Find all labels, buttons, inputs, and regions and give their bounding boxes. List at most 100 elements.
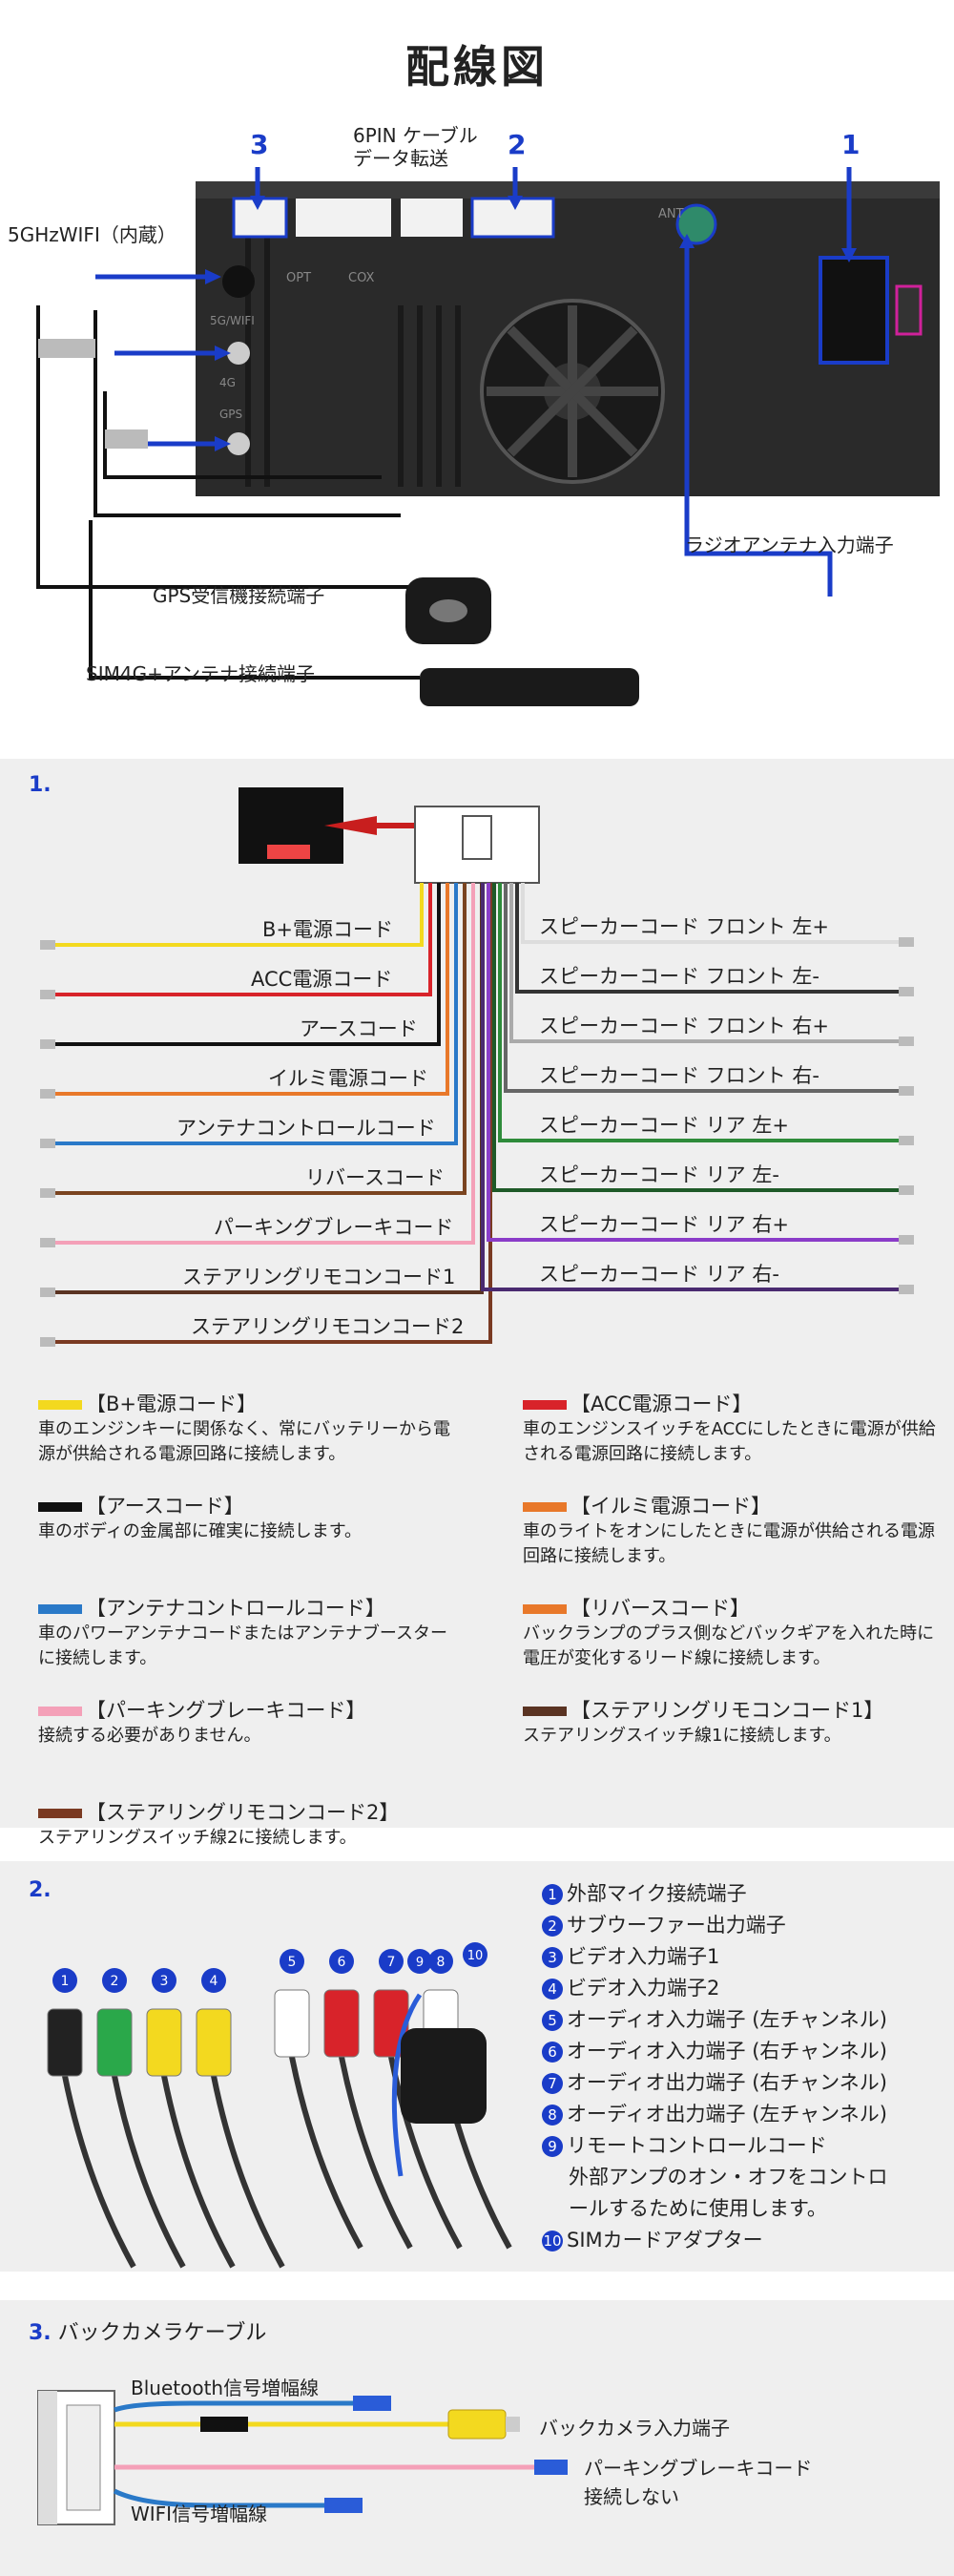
rca-plug: [96, 2008, 186, 2269]
list-item-text: ビデオ入力端子1: [567, 1945, 720, 1968]
legend-item: 【イルミ電源コード】車のライトをオンにしたときに電源が供給される電源回路に接続し…: [523, 1491, 943, 1569]
legend-heading-text: 【ステアリングリモコンコード2】: [86, 1801, 400, 1824]
wire-terminal: [40, 1139, 55, 1148]
wire-terminal: [40, 1238, 55, 1247]
legend-description: ステアリングスイッチ線1に接続します。: [523, 1726, 841, 1746]
wire-terminal: [899, 1037, 914, 1046]
left-wire-label: パーキングブレーキコード: [214, 1216, 454, 1239]
4g-port-text: 4G: [219, 376, 236, 389]
list-item-text: オーディオ入力端子 (左チャンネル): [567, 2008, 887, 2031]
gps-label: GPS受信機接続端子: [153, 584, 325, 607]
left-wire-label: アースコード: [300, 1017, 418, 1040]
left-wire: [48, 883, 475, 1245]
legend-description: バックランプのプラス側などバックギアを入れた時に電圧が変化するリード線に接続しま…: [523, 1623, 935, 1668]
left-wire: [48, 883, 441, 1046]
right-wire: [498, 883, 906, 1142]
page-title: 配線図: [405, 41, 549, 93]
left-wire-label: B+電源コード: [262, 918, 394, 941]
section-1-num: 1.: [29, 773, 52, 797]
parking-brake-label: パーキングブレーキコード: [584, 2457, 813, 2480]
number-badge: 5: [542, 2010, 563, 2031]
wifi-amp-label: WIFI信号増幅線: [131, 2503, 268, 2525]
right-wire-label: スピーカーコード フロント 左+: [539, 915, 829, 938]
legend-description: 車のエンジンキーに関係なく、常にバッテリーから電源が供給される電源回路に接続しま…: [38, 1419, 450, 1464]
plug-number: 5: [288, 1955, 297, 1970]
wire-terminal: [899, 937, 914, 947]
remote-wire: [391, 1993, 423, 2177]
plug-number-badge: [428, 1949, 453, 1974]
list-item-text: オーディオ出力端子 (左チャンネル): [567, 2103, 887, 2126]
legend-heading-text: 【パーキングブレーキコード】: [86, 1699, 366, 1722]
number-badge: 10: [542, 2230, 563, 2251]
legend-heading: 【アンテナコントロールコード】: [38, 1593, 458, 1622]
ant-text: ANT: [658, 207, 684, 221]
right-wire: [492, 883, 906, 1192]
plug-number-badge: [52, 1968, 77, 1993]
list-item-description: ールするために使用します。: [569, 2197, 827, 2220]
parking-no-connect-label: 接続しない: [584, 2485, 679, 2508]
legend-item: 【ステアリングリモコンコード2】ステアリングスイッチ線2に接続します。: [38, 1797, 458, 1851]
rca-plug: [323, 1989, 413, 2250]
legend-heading-text: 【アンテナコントロールコード】: [86, 1597, 385, 1620]
left-wire-label: アンテナコントロールコード: [176, 1117, 436, 1140]
head-unit-illustration: ANT OPT COX 5G/WIFI 4G GPS: [36, 167, 940, 706]
legend-swatch: [523, 1604, 567, 1614]
right-wire: [515, 883, 906, 994]
sim-label: SIM4G+アンテナ接続端子: [86, 662, 316, 685]
legend-heading-text: 【B+電源コード】: [86, 1393, 258, 1415]
plug-number: 1: [61, 1974, 70, 1989]
left-wire: [48, 883, 449, 1096]
right-wire-label: スピーカーコード リア 左-: [539, 1163, 779, 1186]
plug-number: 2: [111, 1974, 119, 1989]
legend-swatch: [523, 1502, 567, 1512]
plug-number-badge: [152, 1968, 176, 1993]
section-2-num: 2.: [29, 1878, 52, 1902]
number-badge: 9: [542, 2136, 563, 2157]
plug-number-badge: [379, 1949, 404, 1974]
cable-6pin-label: 6PIN ケーブル データ転送: [353, 124, 478, 170]
camera-input-label: バックカメラ入力端子: [539, 2417, 730, 2440]
legend-heading: 【イルミ電源コード】: [523, 1491, 943, 1519]
section-3-title: バックカメラケーブル: [57, 2321, 267, 2345]
legend-description: 車のボディの金属部に確実に接続します。: [38, 1521, 362, 1541]
left-wire: [48, 883, 467, 1195]
plug-number: 8: [437, 1955, 446, 1970]
right-wire: [504, 883, 906, 1093]
legend-swatch: [38, 1400, 82, 1410]
rca-plug: [47, 2008, 136, 2269]
right-wire-label: スピーカーコード リア 右-: [539, 1263, 779, 1286]
wire-terminal: [40, 940, 55, 950]
plug-number: 4: [210, 1974, 218, 1989]
left-wire: [48, 883, 458, 1145]
legend-swatch: [38, 1502, 82, 1512]
number-badge: 6: [542, 2042, 563, 2063]
wire-terminal: [40, 1089, 55, 1099]
plug-number-badge: [102, 1968, 127, 1993]
plug-number: 3: [160, 1974, 169, 1989]
right-wire: [509, 883, 906, 1043]
legend-item: 【リバースコード】バックランプのプラス側などバックギアを入れた時に電圧が変化する…: [523, 1593, 943, 1671]
wire-terminal: [40, 1337, 55, 1347]
legend-item: 【ACC電源コード】車のエンジンスイッチをACCにしたときに電源が供給される電源…: [523, 1389, 943, 1467]
list-item-text: オーディオ入力端子 (右チャンネル): [567, 2040, 887, 2063]
cox-text: COX: [348, 271, 374, 285]
number-badge: 7: [542, 2073, 563, 2094]
wire-terminal: [899, 1086, 914, 1096]
legend-heading-text: 【アースコード】: [86, 1495, 244, 1518]
plug-number: 10: [467, 1949, 484, 1963]
left-wire-label: ステアリングリモコンコード2: [191, 1315, 465, 1338]
plug-number-badge: [407, 1949, 432, 1974]
legend-description: ステアリングスイッチ線2に接続します。: [38, 1828, 357, 1848]
rca-plug: [146, 2008, 236, 2269]
section-3-num: 3.: [29, 2321, 52, 2345]
